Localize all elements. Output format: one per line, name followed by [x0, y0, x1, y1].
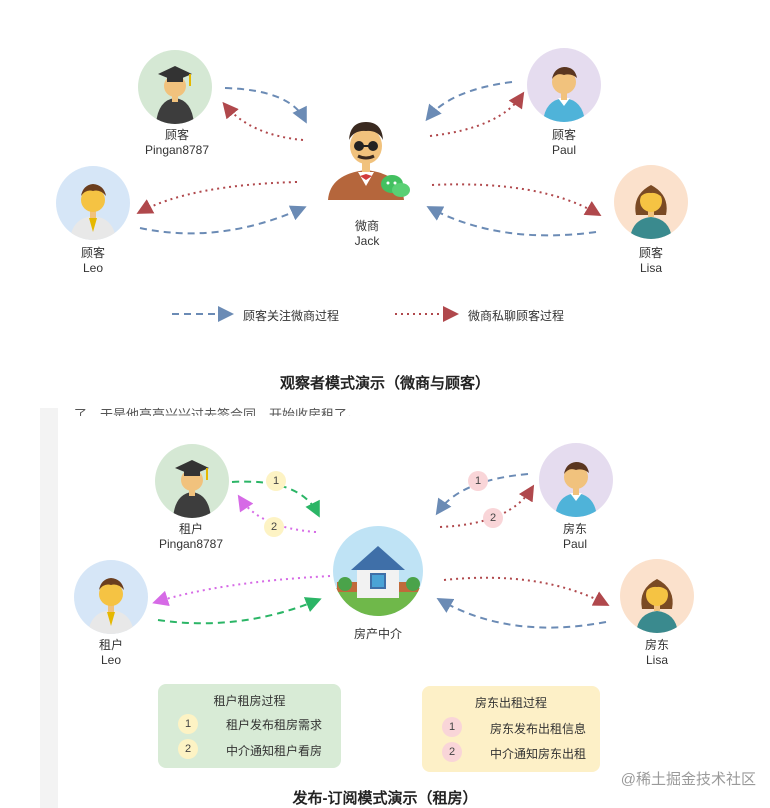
legend-follow-text: 顾客关注微商过程 [243, 309, 340, 323]
role-text: 房东 [644, 638, 669, 652]
name-text: Leo [82, 261, 104, 275]
jack-figure [320, 116, 416, 200]
tenant-process-box: 租户租房过程 1 租户发布租房需求 2 中介通知租户看房 [158, 684, 341, 768]
landlord-row1-text: 房东发布出租信息 [490, 722, 587, 736]
house-icon [333, 546, 423, 616]
name-text: Pingan8787 [158, 537, 224, 551]
woman-icon [636, 579, 678, 633]
step-badge-landlord-2: 2 [483, 508, 503, 528]
chat-arrow-lisa [431, 183, 602, 217]
man-tie-icon [70, 184, 116, 240]
merchant-icon [328, 122, 410, 200]
cut-off-text: 了，于是他高高兴兴过去签合同，开始收房租了。 [74, 407, 361, 416]
role-text: 租户 [98, 638, 123, 652]
tenant-notify-arrow-leo [152, 575, 331, 607]
role-text: 微商 [354, 219, 379, 233]
name-text: Leo [100, 653, 122, 667]
avatar-lisa [614, 165, 688, 239]
agency-house [333, 526, 423, 616]
tenant-box-title: 租户租房过程 [213, 694, 286, 708]
name-text: Paul [562, 537, 588, 551]
label-leo-2: 租户 Leo [51, 638, 171, 668]
step-badge-tenant-2: 2 [264, 517, 284, 537]
tenant-row2-badge: 2 [178, 739, 198, 759]
tenant-row1-badge: 1 [178, 714, 198, 734]
label-paul: 顾客 Paul [504, 128, 624, 158]
name-text: Lisa [639, 261, 662, 275]
legend-chat-text: 微商私聊顾客过程 [468, 309, 565, 323]
avatar-lisa-2 [620, 559, 694, 633]
label-lisa-2: 房东 Lisa [597, 638, 717, 668]
label-leo: 顾客 Leo [33, 246, 153, 276]
follow-arrow-leo [139, 205, 307, 235]
man-icon [543, 67, 585, 122]
graduate-icon [173, 460, 211, 518]
role-text: 顾客 [80, 246, 105, 260]
tenant-row2-text: 中介通知租户看房 [226, 744, 323, 758]
role-text: 顾客 [164, 128, 189, 142]
avatar-pingan [138, 50, 212, 124]
landlord-box-title: 房东出租过程 [474, 696, 547, 710]
landlord-row2-text: 中介通知房东出租 [490, 747, 587, 761]
avatar-pingan-2 [155, 444, 229, 518]
chat-arrow-leo [136, 181, 298, 214]
watermark-text: @稀土掘金技术社区 [620, 771, 756, 788]
man-tie-icon [88, 578, 134, 634]
avatar-leo [56, 166, 130, 240]
label-paul-2: 房东 Paul [515, 522, 635, 552]
role-text: 顾客 [551, 128, 576, 142]
label-pingan-2: 租户 Pingan8787 [131, 522, 251, 552]
step-badge-landlord-1: 1 [468, 471, 488, 491]
step-badge-tenant-1: 1 [266, 471, 286, 491]
landlord-row1-badge: 1 [442, 717, 462, 737]
landlord-publish-arrow-lisa [436, 598, 607, 629]
tenant-publish-arrow-pingan [231, 480, 320, 518]
follow-arrow-pingan [224, 87, 307, 124]
follow-arrow-lisa [426, 206, 597, 237]
woman-icon [630, 185, 672, 239]
avatar-paul [527, 48, 601, 122]
name-text: Paul [551, 143, 577, 157]
tenant-row1-text: 租户发布租房需求 [226, 718, 323, 732]
role-text: 顾客 [638, 246, 663, 260]
avatar-paul-2 [539, 443, 613, 517]
avatar-leo-2 [74, 560, 148, 634]
name-text: Lisa [645, 653, 668, 667]
label-agency: 房产中介 [353, 627, 402, 641]
landlord-process-box: 房东出租过程 1 房东发布出租信息 2 中介通知房东出租 [422, 686, 600, 772]
observer-caption: 观察者模式演示（微商与顾客） [279, 375, 490, 392]
pubsub-caption: 发布-订阅模式演示（租房） [292, 790, 478, 807]
panel-left-strip [40, 408, 58, 808]
label-jack: 微商 Jack [307, 219, 427, 249]
man-icon [555, 462, 597, 517]
role-text: 房东 [562, 522, 587, 536]
graduate-icon [156, 66, 194, 124]
role-text: 租户 [178, 522, 203, 536]
chat-arrow-pingan [222, 101, 304, 141]
name-text: Pingan8787 [144, 143, 210, 157]
landlord-publish-arrow-paul [435, 473, 529, 516]
landlord-notify-arrow-lisa [443, 576, 610, 606]
landlord-row2-badge: 2 [442, 742, 462, 762]
follow-arrow-paul [425, 81, 513, 122]
tenant-publish-arrow-leo [157, 597, 322, 625]
label-pingan: 顾客 Pingan8787 [117, 128, 237, 158]
name-text: Jack [354, 234, 380, 248]
label-lisa: 顾客 Lisa [591, 246, 711, 276]
